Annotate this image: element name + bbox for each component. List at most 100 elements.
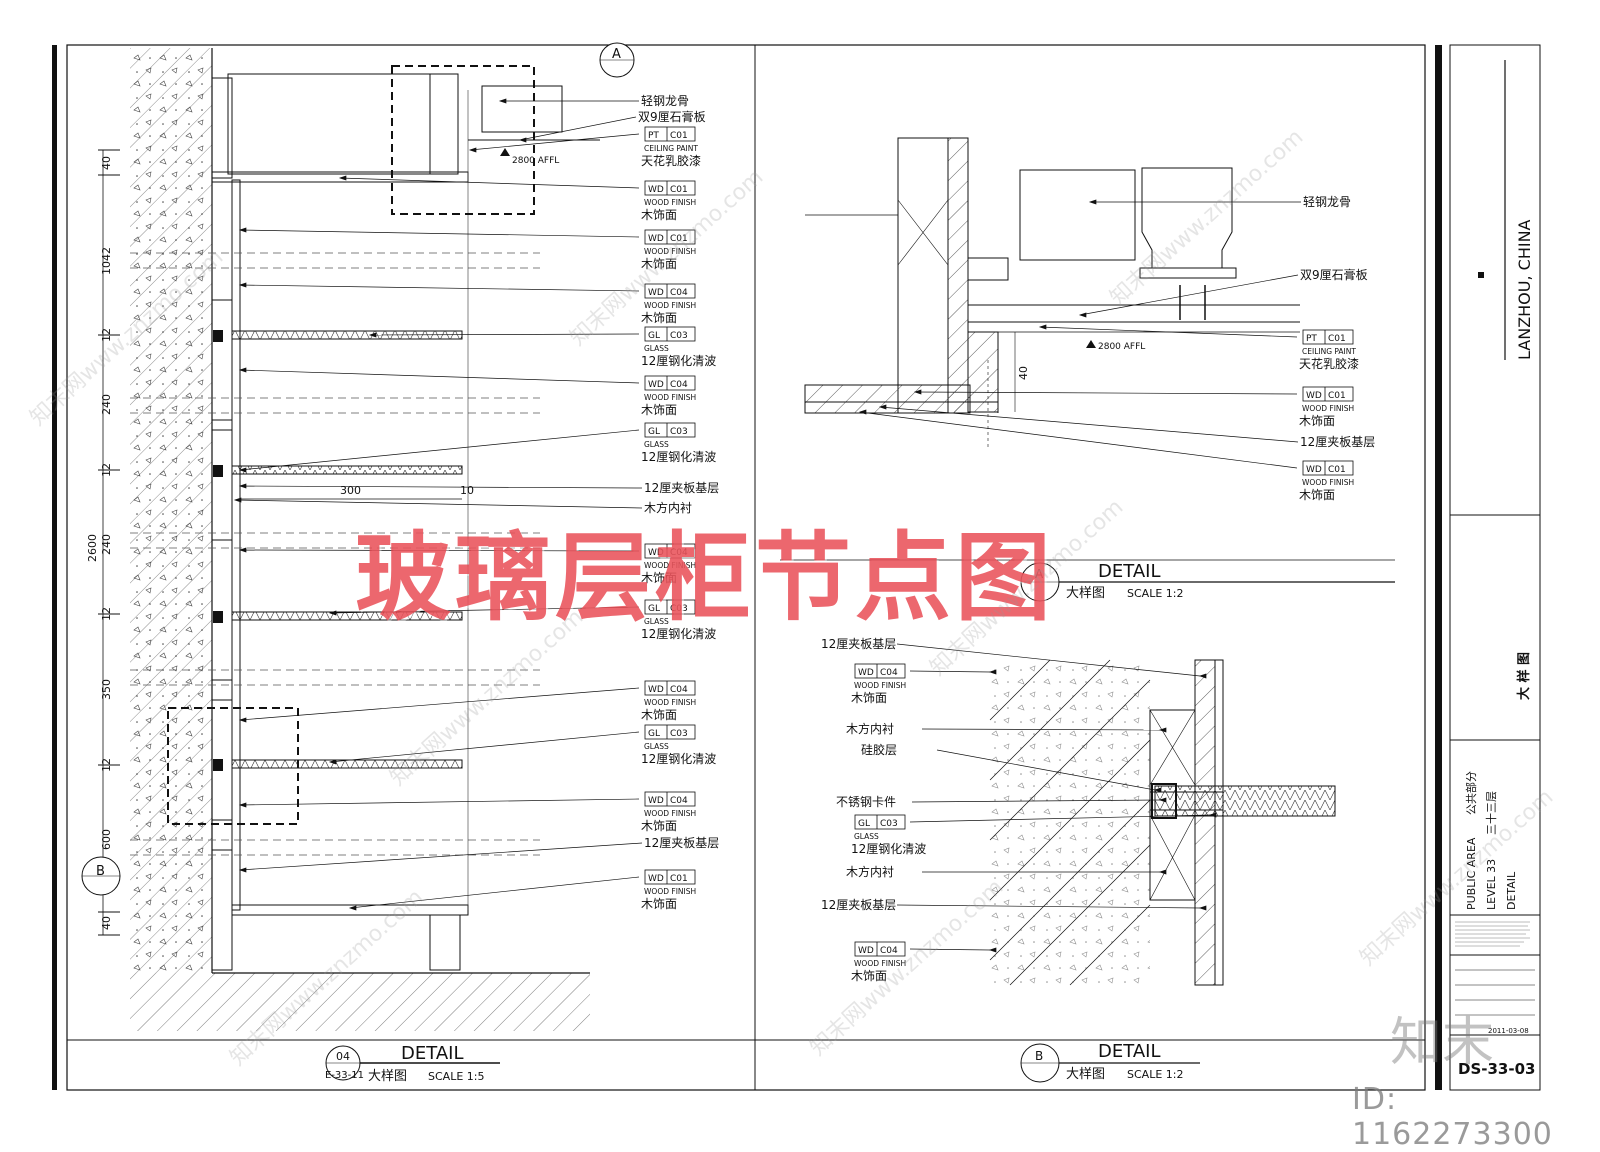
detail-b-footer: B DETAIL 大样图 SCALE 1:2	[1020, 1041, 1200, 1083]
material-name: 木饰面	[641, 257, 677, 271]
arrow-icon	[858, 409, 867, 415]
material-code: GL	[648, 331, 660, 341]
material-name: 天花乳胶漆	[1299, 356, 1359, 371]
detail-b-footer-title: DETAIL	[1098, 1041, 1160, 1062]
leader-line	[239, 429, 640, 471]
dim-12-b: 12	[100, 463, 113, 477]
material-code: WD	[858, 946, 874, 956]
material-code-number: C04	[880, 668, 898, 678]
material-sub-label: WOOD FINISH	[854, 681, 906, 690]
code-box	[1302, 329, 1354, 345]
arrow-icon	[238, 547, 247, 553]
material-name: 木饰面	[641, 311, 677, 325]
leader-line	[909, 948, 991, 951]
material-sub-label: WOOD FINISH	[644, 698, 696, 707]
title-block-level-cn: 三十三层	[1484, 791, 1498, 835]
leader-line	[239, 284, 640, 292]
code-box	[644, 791, 696, 807]
level-mark-left: 2800 AFFL	[512, 156, 559, 166]
material-code-number: C01	[670, 185, 688, 195]
code-box	[854, 941, 906, 957]
material-code: GL	[858, 819, 870, 829]
detail-a-level-mark: 2800 AFFL	[1098, 342, 1145, 352]
material-name: 12厘钢化清波	[641, 752, 716, 766]
material-label: 硅胶层	[861, 742, 897, 757]
leader-line	[239, 229, 640, 238]
material-code: GL	[648, 427, 660, 437]
leader-line	[909, 670, 991, 673]
arrow-icon	[498, 98, 507, 104]
material-name: 木饰面	[641, 571, 677, 585]
material-code: WD	[648, 288, 664, 298]
material-code: WD	[648, 548, 664, 558]
detail-a-section: 40 2800 AFFL	[804, 137, 1300, 450]
leader-line	[329, 606, 640, 614]
material-label: 12厘夹板基层	[821, 898, 896, 912]
leader-line	[896, 643, 1201, 677]
left-footer-num: 04	[336, 1050, 350, 1063]
title-block-level-en: LEVEL 33	[1485, 859, 1498, 910]
callout-circle-a: A	[599, 42, 635, 78]
detail-a-footer-cn: 大样图	[1066, 586, 1105, 601]
arrow-icon	[1198, 905, 1207, 911]
material-label: 木方内衬	[644, 500, 692, 515]
title-block: LANZHOU, CHINA 大 样 图 PUBLIC AREA 公共部分 LE…	[1450, 60, 1540, 1078]
arrow-icon	[1208, 812, 1217, 818]
leader-line	[369, 333, 640, 336]
material-name: 12厘钢化清波	[851, 842, 926, 856]
arrow-icon	[238, 802, 247, 808]
material-code-number: C03	[880, 819, 898, 829]
arrow-icon	[468, 147, 477, 153]
material-code-number: C01	[1328, 391, 1346, 401]
material-sub-label: WOOD FINISH	[644, 198, 696, 207]
material-name: 12厘钢化清波	[641, 627, 716, 641]
material-name: 木饰面	[851, 969, 887, 983]
material-sub-label: WOOD FINISH	[644, 301, 696, 310]
arrow-icon	[988, 669, 997, 675]
level-triangle-icon	[1086, 340, 1096, 348]
arrow-icon	[238, 867, 247, 873]
dim-240-a: 240	[100, 394, 113, 415]
arrow-icon	[878, 404, 887, 410]
material-sub-label: GLASS	[644, 617, 669, 626]
material-sub-label: CEILING PAINT	[1302, 347, 1356, 356]
material-sub-label: GLASS	[644, 440, 669, 449]
detail-b-footer-cn: 大样图	[1066, 1067, 1105, 1082]
left-detail-footer: 04 E-33-11 DETAIL 大样图 SCALE 1:5	[325, 1043, 500, 1084]
left-dimension-texts: 40 1042 12 240 12 240 12 350 12 600 40 2…	[86, 156, 559, 930]
dim-300: 300	[340, 484, 361, 497]
arrow-icon	[238, 483, 247, 489]
title-block-area-en: PUBLIC AREA	[1465, 837, 1478, 910]
material-sub-label: WOOD FINISH	[644, 887, 696, 896]
material-code: WD	[648, 874, 664, 884]
material-name: 天花乳胶漆	[641, 153, 701, 168]
material-label: 木方内衬	[846, 864, 894, 879]
leader-line	[896, 904, 1201, 909]
left-footer-ref: E-33-11	[325, 1070, 364, 1081]
arrow-icon	[1198, 673, 1207, 679]
dim-40-top: 40	[100, 156, 113, 170]
material-code: PT	[1306, 334, 1317, 344]
material-name: 木饰面	[641, 708, 677, 722]
material-code-number: C03	[670, 604, 688, 614]
material-code-number: C04	[880, 946, 898, 956]
leader-line	[519, 116, 637, 141]
code-box	[1302, 460, 1354, 476]
leader-line	[909, 814, 1211, 823]
material-code: WD	[858, 668, 874, 678]
leader-line	[239, 842, 643, 871]
code-box	[644, 375, 696, 391]
material-code-number: C03	[670, 729, 688, 739]
material-sub-label: GLASS	[644, 344, 669, 353]
